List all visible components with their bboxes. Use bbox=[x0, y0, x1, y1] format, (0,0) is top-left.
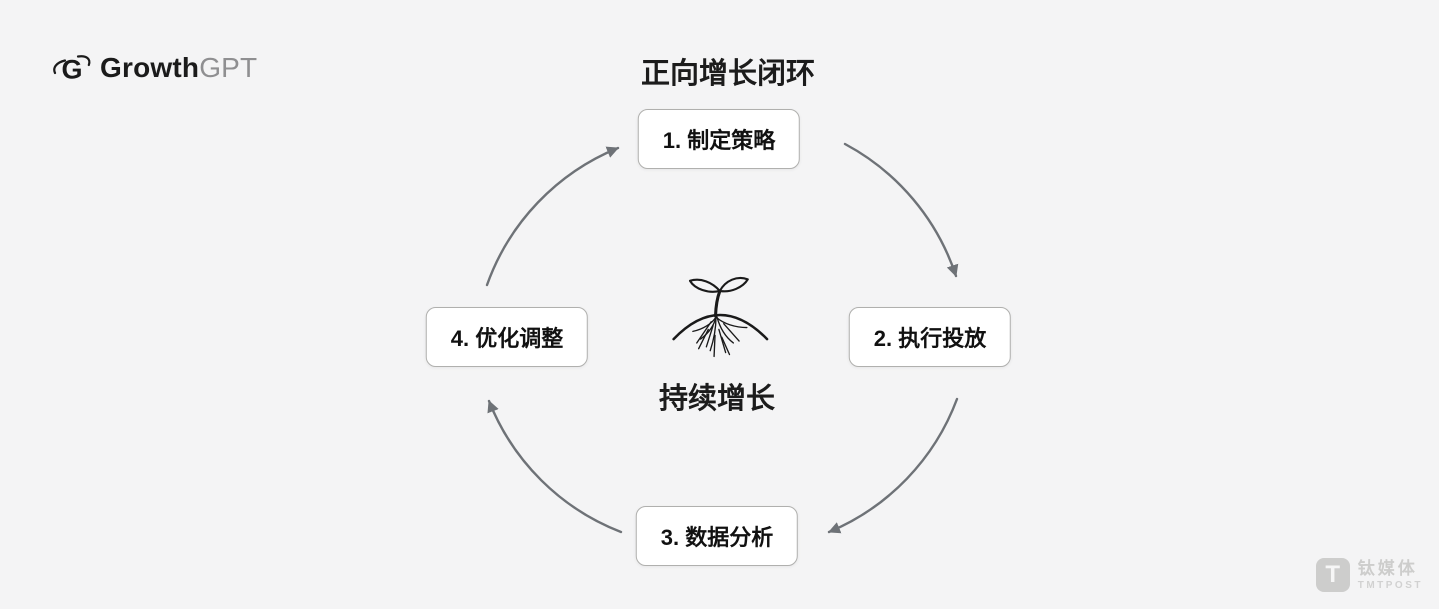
tmtpost-subtitle: TMTPOST bbox=[1357, 580, 1423, 591]
cycle-step-3: 3. 数据分析 bbox=[635, 506, 799, 566]
orbit-g-icon: G bbox=[53, 55, 91, 85]
cycle-step-1: 1. 制定策略 bbox=[637, 109, 801, 169]
page-title: 正向增长闭环 bbox=[640, 58, 816, 90]
svg-text:G: G bbox=[61, 55, 82, 85]
sprout-roots-icon bbox=[657, 262, 775, 368]
center-caption: 持续增长 bbox=[658, 383, 776, 415]
arrow-step1-to-step2 bbox=[843, 142, 959, 278]
cycle-step-2: 2. 执行投放 bbox=[848, 307, 1012, 367]
tmtpost-name: 钛媒体 bbox=[1357, 558, 1418, 578]
brand-gpt: GPT bbox=[199, 52, 258, 83]
brand-growth: Growth bbox=[100, 52, 200, 83]
tmtpost-watermark: T 钛媒体 TMTPOST bbox=[1315, 557, 1423, 593]
tmtpost-logo-icon: T bbox=[1315, 557, 1350, 592]
cycle-step-4: 4. 优化调整 bbox=[425, 307, 589, 367]
arrow-step2-to-step3 bbox=[827, 397, 959, 534]
arrow-step3-to-step4 bbox=[487, 399, 623, 534]
arrow-step4-to-step1 bbox=[485, 146, 620, 287]
tmtpost-watermark-text: 钛媒体 TMTPOST bbox=[1358, 558, 1423, 593]
